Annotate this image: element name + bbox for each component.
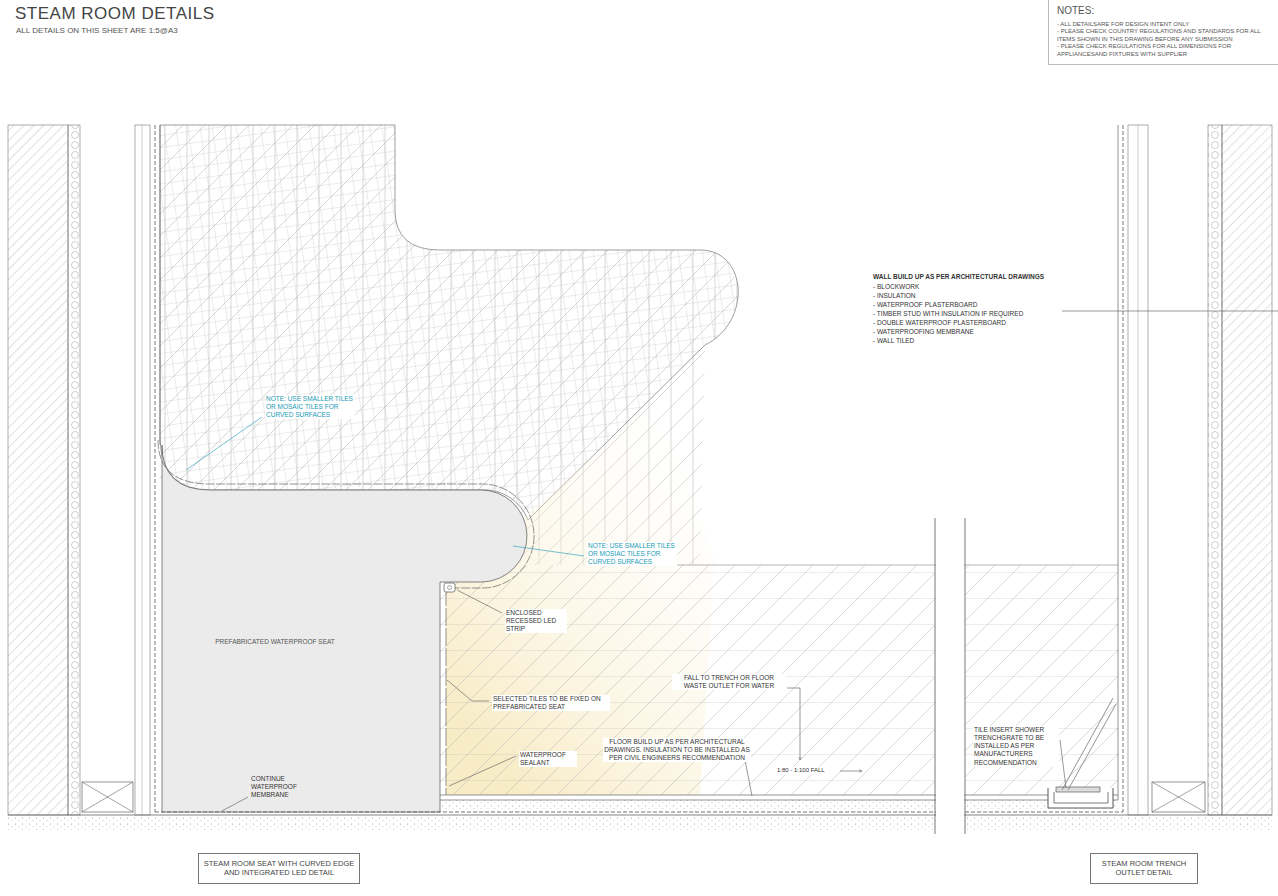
build-up-note: - DOUBLE WATERPROOF PLASTERBOARD <box>872 319 1007 327</box>
floor-edge <box>660 565 1118 566</box>
build-up-note: WALL BUILD UP AS PER ARCHITECTURAL DRAWI… <box>872 273 1045 281</box>
build-up-note: - TIMBER STUD WITH INSULATION IF REQUIRE… <box>872 310 1024 318</box>
ground <box>8 815 1272 830</box>
blockwork <box>1222 125 1272 815</box>
node-heading: STEAM ROOM SEAT WITH CURVED EDGE AND INT… <box>203 859 355 878</box>
callout-note: CONTINUE WATERPROOF MEMBRANE <box>250 775 312 799</box>
build-up-note: - WALL TILED <box>872 337 915 345</box>
trench-channel <box>1048 788 1113 808</box>
plasterboard <box>142 125 143 815</box>
insulation <box>1208 125 1222 815</box>
seat-tile-face <box>446 588 447 795</box>
led-strip <box>448 586 452 590</box>
leader-lines <box>186 311 1278 811</box>
floor-finish <box>440 795 1118 796</box>
callout-note: TILE INSERT SHOWER TRENCHGRATE TO BE INS… <box>973 726 1059 767</box>
membrane <box>155 812 1123 813</box>
floor-tiles <box>440 565 935 795</box>
node-heading: NOTES: <box>1057 5 1270 18</box>
detail-break <box>935 518 936 834</box>
plasterboard <box>135 125 150 815</box>
prefab-seat <box>162 445 527 812</box>
title-box: STEAM ROOM TRENCH OUTLET DETAIL <box>1090 853 1198 884</box>
detail-break <box>936 518 964 836</box>
callout-note: WATERPROOF SEALANT <box>519 751 577 767</box>
build-up-note: - BLOCKWORK <box>872 283 920 291</box>
timber-plate <box>82 782 133 812</box>
detail-break <box>965 518 966 834</box>
callout-note: FALL TO TRENCH OR FLOOR WASTE OUTLET FOR… <box>672 674 786 690</box>
seat-tile-edge <box>158 440 534 588</box>
build-up-note: - INSULATION <box>872 292 917 300</box>
plasterboard <box>1128 125 1148 815</box>
screed <box>440 800 1118 812</box>
timber-plate <box>1152 782 1205 812</box>
build-up-note: - WATERPROOF PLASTERBOARD <box>872 301 978 309</box>
callout-note: ENCLOSED RECESSED LED STRIP <box>505 609 567 633</box>
ground <box>8 815 1272 816</box>
led-strip <box>444 583 455 592</box>
node-text: - PLEASE CHECK REGULATIONS FOR ALL DIMEN… <box>1057 43 1270 58</box>
insulation <box>68 125 80 815</box>
node-text: - PLEASE CHECK COUNTRY REGULATIONS AND S… <box>1057 28 1270 43</box>
sheet-title: STEAM ROOM DETAILS <box>15 4 215 24</box>
timber-plate <box>82 782 133 812</box>
tile-face <box>1118 125 1119 800</box>
scale-note: ALL DETAILS ON THIS SHEET ARE 1:5@A3 <box>15 26 179 36</box>
callout-note: SELECTED TILES TO BE FIXED ON PREFABRICA… <box>492 695 610 711</box>
plasterboard <box>1138 125 1139 815</box>
node-heading: PREFABRICATED WATERPROOF SEAT <box>182 638 368 646</box>
membrane <box>155 125 156 812</box>
callout-note: 1:80 - 1:100 FALL <box>776 767 826 775</box>
trench-channel <box>1054 792 1108 803</box>
callout-note: NOTE: USE SMALLER TILES OR MOSIAC TILES … <box>587 542 677 566</box>
floor-tiles <box>965 565 1118 795</box>
notes-panel: NOTES: - ALL DETAILSARE FOR DESIGN INTENT… <box>1048 0 1278 65</box>
node-text: - ALL DETAILSARE FOR DESIGN INTENT ONLY <box>1057 21 1270 29</box>
floor-finish <box>440 800 1118 801</box>
build-up-note: - WATERPROOFING MEMBRANE <box>872 328 975 336</box>
trench-insert <box>1062 698 1116 790</box>
membrane <box>1123 125 1124 812</box>
timber-plate <box>1152 782 1205 812</box>
callout-note: NOTE: USE SMALLER TILES OR MOSAIC TILES … <box>265 395 355 419</box>
blockwork <box>8 125 68 815</box>
node-heading: STEAM ROOM TRENCH OUTLET DETAIL <box>1095 859 1193 878</box>
seat-region: PREFABRICATED WATERPROOF SEAT <box>180 636 370 648</box>
title-box: STEAM ROOM SEAT WITH CURVED EDGE AND INT… <box>198 853 360 884</box>
callout-note: FLOOR BUILD UP AS PER ARCHITECTURAL DRAW… <box>603 738 751 762</box>
tile-face <box>160 125 161 445</box>
